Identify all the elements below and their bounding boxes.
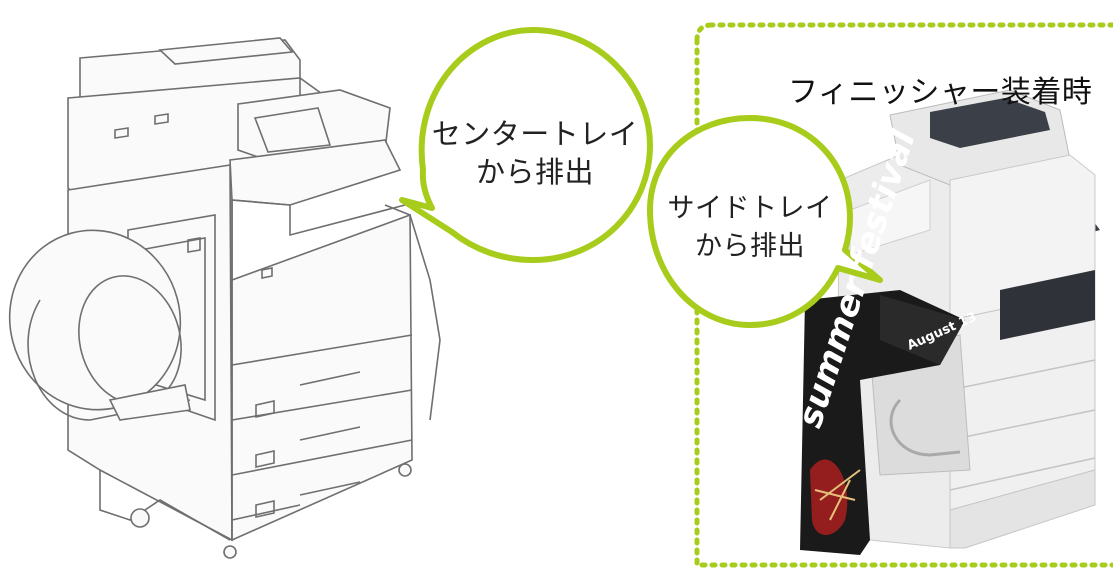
left-callout-bubble [399,27,653,263]
right-callout-bubble [647,115,883,328]
right-callout-text: サイドトレイ から排出 [650,190,850,266]
finisher-caption: フィニッシャー装着時 [788,75,1093,110]
left-callout-line1: センタートレイ [431,117,639,151]
left-callout-text: センタートレイ から排出 [425,115,645,191]
left-copier-illustration [8,37,441,559]
right-callout-line1: サイドトレイ [667,193,833,224]
left-callout-line2: から排出 [475,155,594,189]
poster-image [800,290,965,555]
right-callout-line2: から排出 [695,231,805,262]
